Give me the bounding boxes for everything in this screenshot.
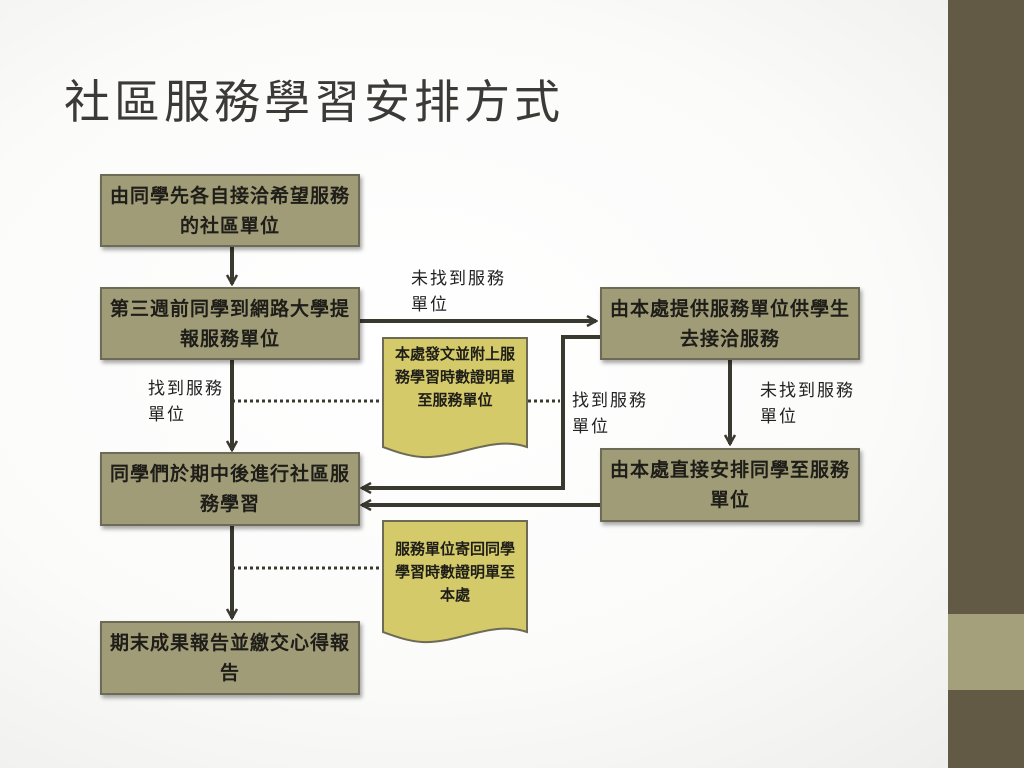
label-not-found-right: 未找到服務單位 [760, 381, 855, 427]
step-box-contact-units: 由同學先各自接洽希望服務的社區單位 [100, 174, 360, 247]
label-found-left: 找到服務單位 [148, 379, 224, 425]
step-box-service-learning: 同學們於期中後進行社區服務學習 [100, 452, 360, 526]
document-office-letter-text: 本處發文並附上服務學習時數證明單至服務單位 [394, 345, 515, 409]
label-not-found-top: 未找到服務單位 [411, 269, 506, 315]
step-box-final-report: 期末成果報告並繳交心得報告 [100, 621, 360, 695]
label-found-mid: 找到服務單位 [572, 391, 648, 437]
step-text-report-units: 第三週前同學到網路大學提報服務單位 [109, 297, 350, 350]
arrow-b3-to-b4 [362, 335, 600, 488]
document-office-letter: 本處發文並附上服務學習時數證明單至服務單位 [382, 337, 528, 465]
document-unit-return: 服務單位寄回同學學習時數證明單至本處 [382, 520, 528, 648]
step-text-contact-units: 由同學先各自接洽希望服務的社區單位 [109, 184, 350, 237]
document-shape-icon [382, 337, 528, 459]
step-text-office-arranges: 由本處直接安排同學至服務單位 [609, 459, 850, 511]
step-text-service-learning: 同學們於期中後進行社區服務學習 [109, 463, 350, 515]
slide-title: 社區服務學習安排方式 [64, 75, 564, 129]
step-box-office-arranges: 由本處直接安排同學至服務單位 [600, 448, 860, 522]
step-text-final-report: 期末成果報告並繳交心得報告 [109, 632, 350, 684]
step-box-office-provides: 由本處提供服務單位供學生去接洽服務 [600, 287, 860, 360]
document-unit-return-text: 服務單位寄回同學學習時數證明單至本處 [394, 540, 515, 604]
step-box-report-units: 第三週前同學到網路大學提報服務單位 [100, 287, 360, 360]
document-shape-icon [382, 520, 528, 644]
step-text-office-provides: 由本處提供服務單位供學生去接洽服務 [609, 297, 850, 350]
sidebar-accent-block [948, 614, 1024, 690]
